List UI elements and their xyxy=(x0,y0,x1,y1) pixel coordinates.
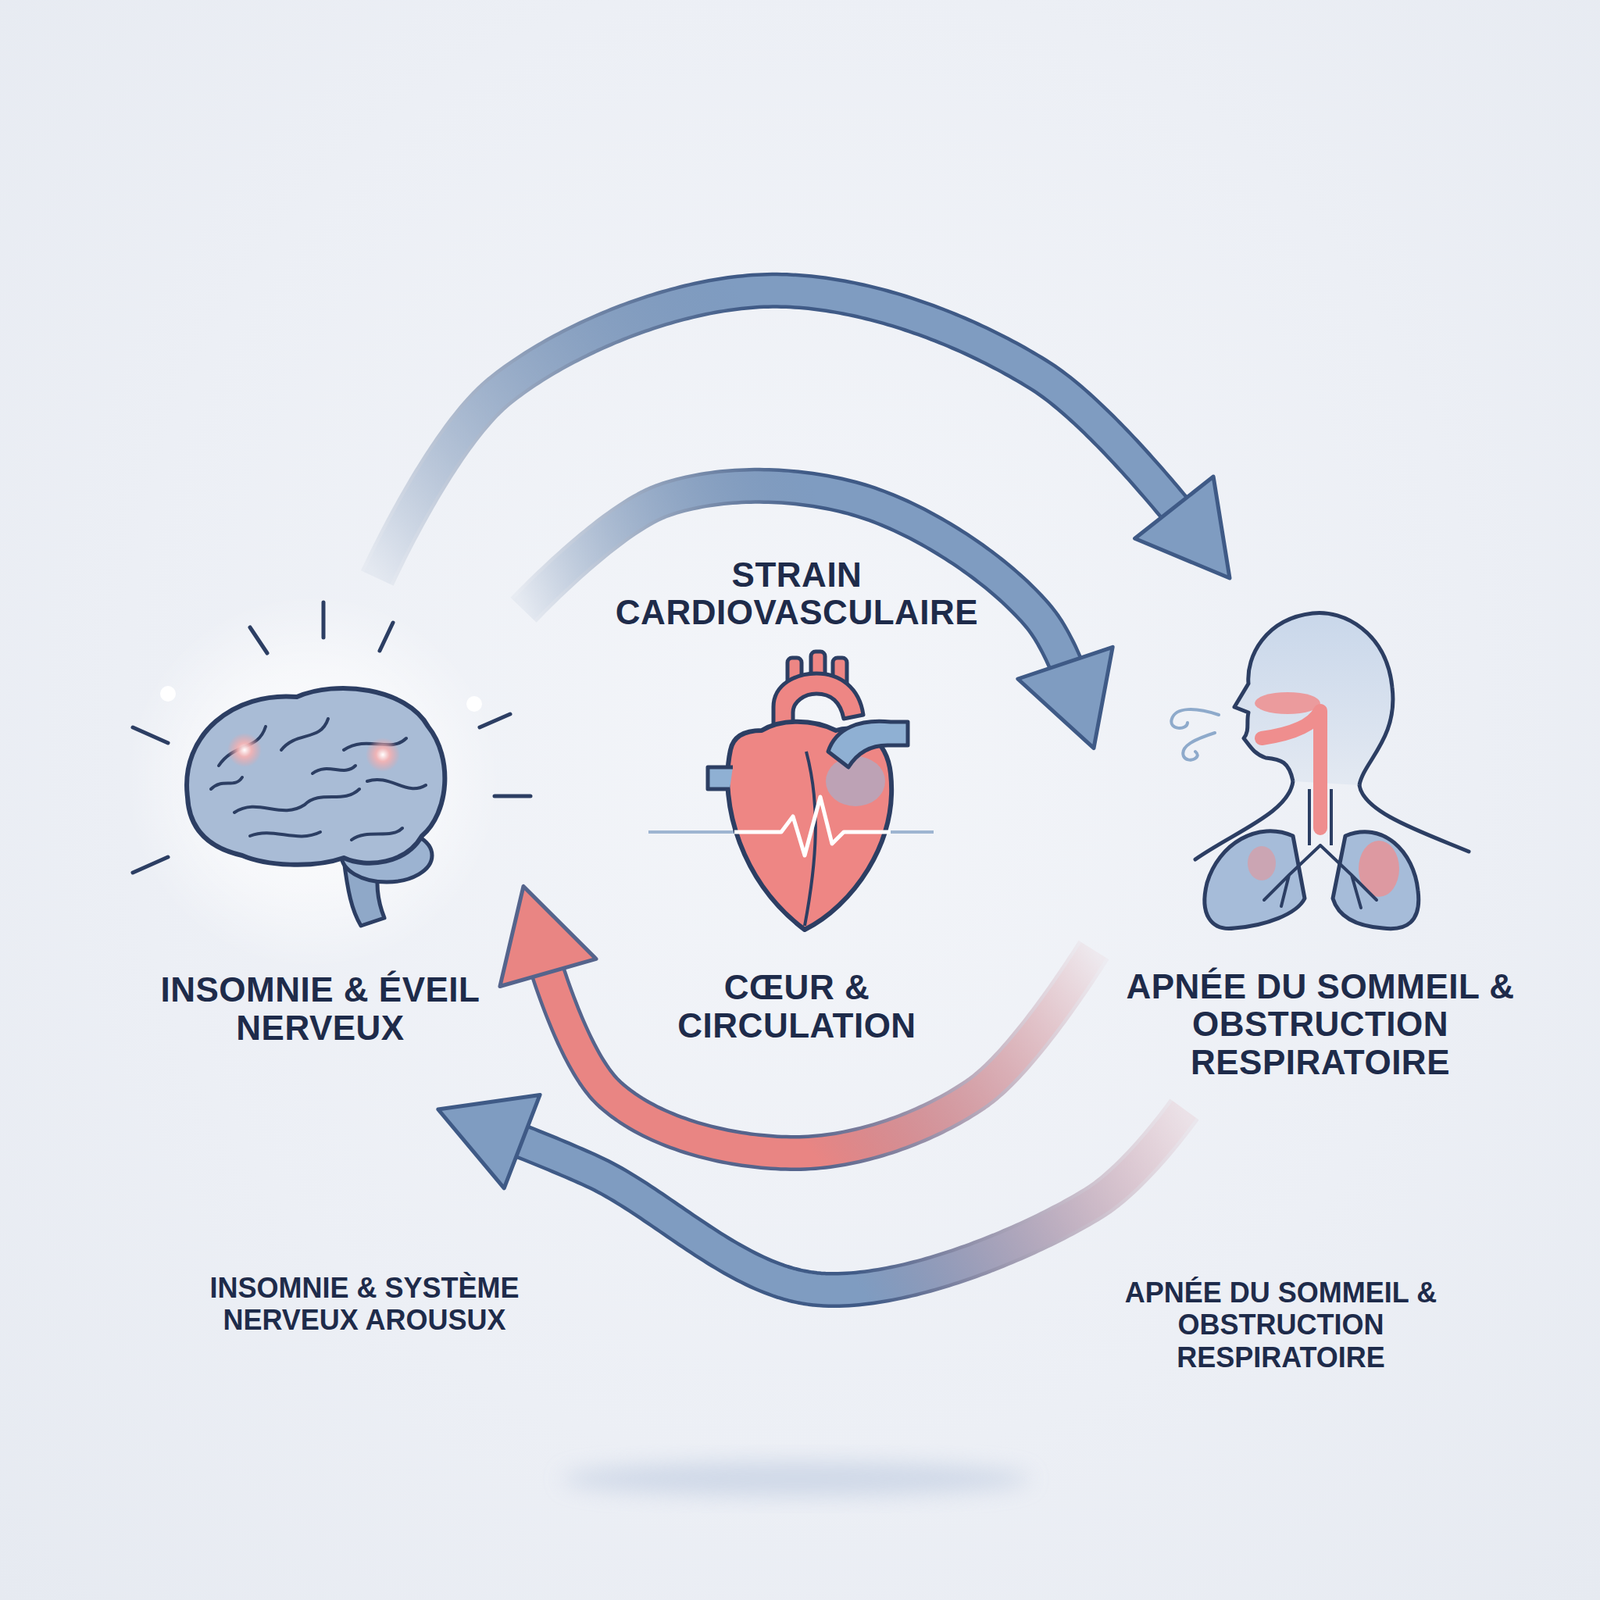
ecg-baseline xyxy=(648,830,735,834)
arrow-head xyxy=(438,1094,540,1189)
gyrus-line xyxy=(281,718,329,750)
condition-node: APNÉE DU SOMMEIL & OBSTRUCTION RESPIRATO… xyxy=(1093,578,1547,1110)
gyrus-line xyxy=(210,777,243,790)
cycle-arrow xyxy=(377,290,1230,579)
arrow-outline xyxy=(518,1109,1185,1290)
breath-swirl xyxy=(1171,709,1219,729)
ray-line xyxy=(494,794,531,799)
arrow-outline xyxy=(523,485,1067,666)
arrow-outline xyxy=(377,290,1177,579)
arrow-outline xyxy=(546,950,1094,1154)
side-caption: INSOMNIE & SYSTÈME NERVEUX AROUSUX xyxy=(206,1271,523,1337)
ray-line xyxy=(321,602,326,638)
activity-spot xyxy=(365,737,400,772)
brain-body xyxy=(186,688,445,865)
node-title: APNÉE DU SOMMEIL & OBSTRUCTION RESPIRATO… xyxy=(1113,967,1528,1082)
arrow-band xyxy=(518,1109,1185,1290)
condition-node: INSOMNIE & ÉVEIL NERVEUX xyxy=(117,578,524,1110)
pulmonary-vessel xyxy=(828,721,908,768)
arrow-band xyxy=(377,290,1177,579)
side-caption: APNÉE DU SOMMEIL & OBSTRUCTION RESPIRATO… xyxy=(1122,1276,1440,1374)
heart-shade xyxy=(825,756,886,807)
heart-illustration xyxy=(648,651,934,930)
ray-line xyxy=(250,627,268,654)
brain-rays xyxy=(132,602,531,873)
arrow-head xyxy=(1017,646,1113,748)
brain-illustration xyxy=(125,593,531,969)
trachea-wall xyxy=(1307,789,1311,846)
node-title: STRAIN CARDIOVASCULAIRE xyxy=(609,556,985,633)
gyrus-line xyxy=(312,765,356,774)
bronchi xyxy=(1264,845,1377,908)
gyrus-line xyxy=(250,832,321,836)
trachea-wall xyxy=(1329,789,1333,846)
vena-cava xyxy=(707,767,733,790)
left-lung xyxy=(1204,831,1305,929)
arrow-head xyxy=(1135,476,1230,579)
ray-line xyxy=(132,857,168,873)
gyrus-line xyxy=(234,789,360,813)
gyrus-line xyxy=(351,828,403,840)
nasal-cavity xyxy=(1254,692,1321,715)
ecg-pulse xyxy=(734,796,891,856)
glow-dot xyxy=(466,696,483,712)
ecg-baseline xyxy=(890,830,934,834)
node-title: INSOMNIE & ÉVEIL NERVEUX xyxy=(140,971,500,1047)
lung-patch xyxy=(1247,846,1276,881)
condition-node: STRAIN CARDIOVASCULAIRE CŒUR & CIRCULATIO… xyxy=(609,546,985,1051)
glow-dot xyxy=(160,685,176,702)
floor-shadow xyxy=(561,1461,1031,1497)
airway-illustration xyxy=(1171,612,1469,929)
arrow-band xyxy=(523,485,1067,666)
right-lung xyxy=(1332,832,1419,929)
ray-line xyxy=(479,714,511,728)
brain-gyri xyxy=(210,718,426,840)
activity-spot xyxy=(227,732,262,768)
cycle-arrow xyxy=(523,485,1113,749)
cycle-arrow xyxy=(500,885,1094,1154)
heart-body xyxy=(727,721,892,930)
gyrus-line xyxy=(367,779,426,789)
brain-glow xyxy=(125,593,500,969)
cycle-arrow xyxy=(438,1094,1185,1290)
breath-swirl xyxy=(1182,732,1215,761)
ray-line xyxy=(132,727,168,743)
node-subtitle: CŒUR & CIRCULATION xyxy=(609,968,985,1045)
ray-line xyxy=(379,622,393,651)
arrow-head xyxy=(500,885,597,986)
airway-path xyxy=(1261,710,1321,829)
arrow-band xyxy=(546,950,1094,1154)
